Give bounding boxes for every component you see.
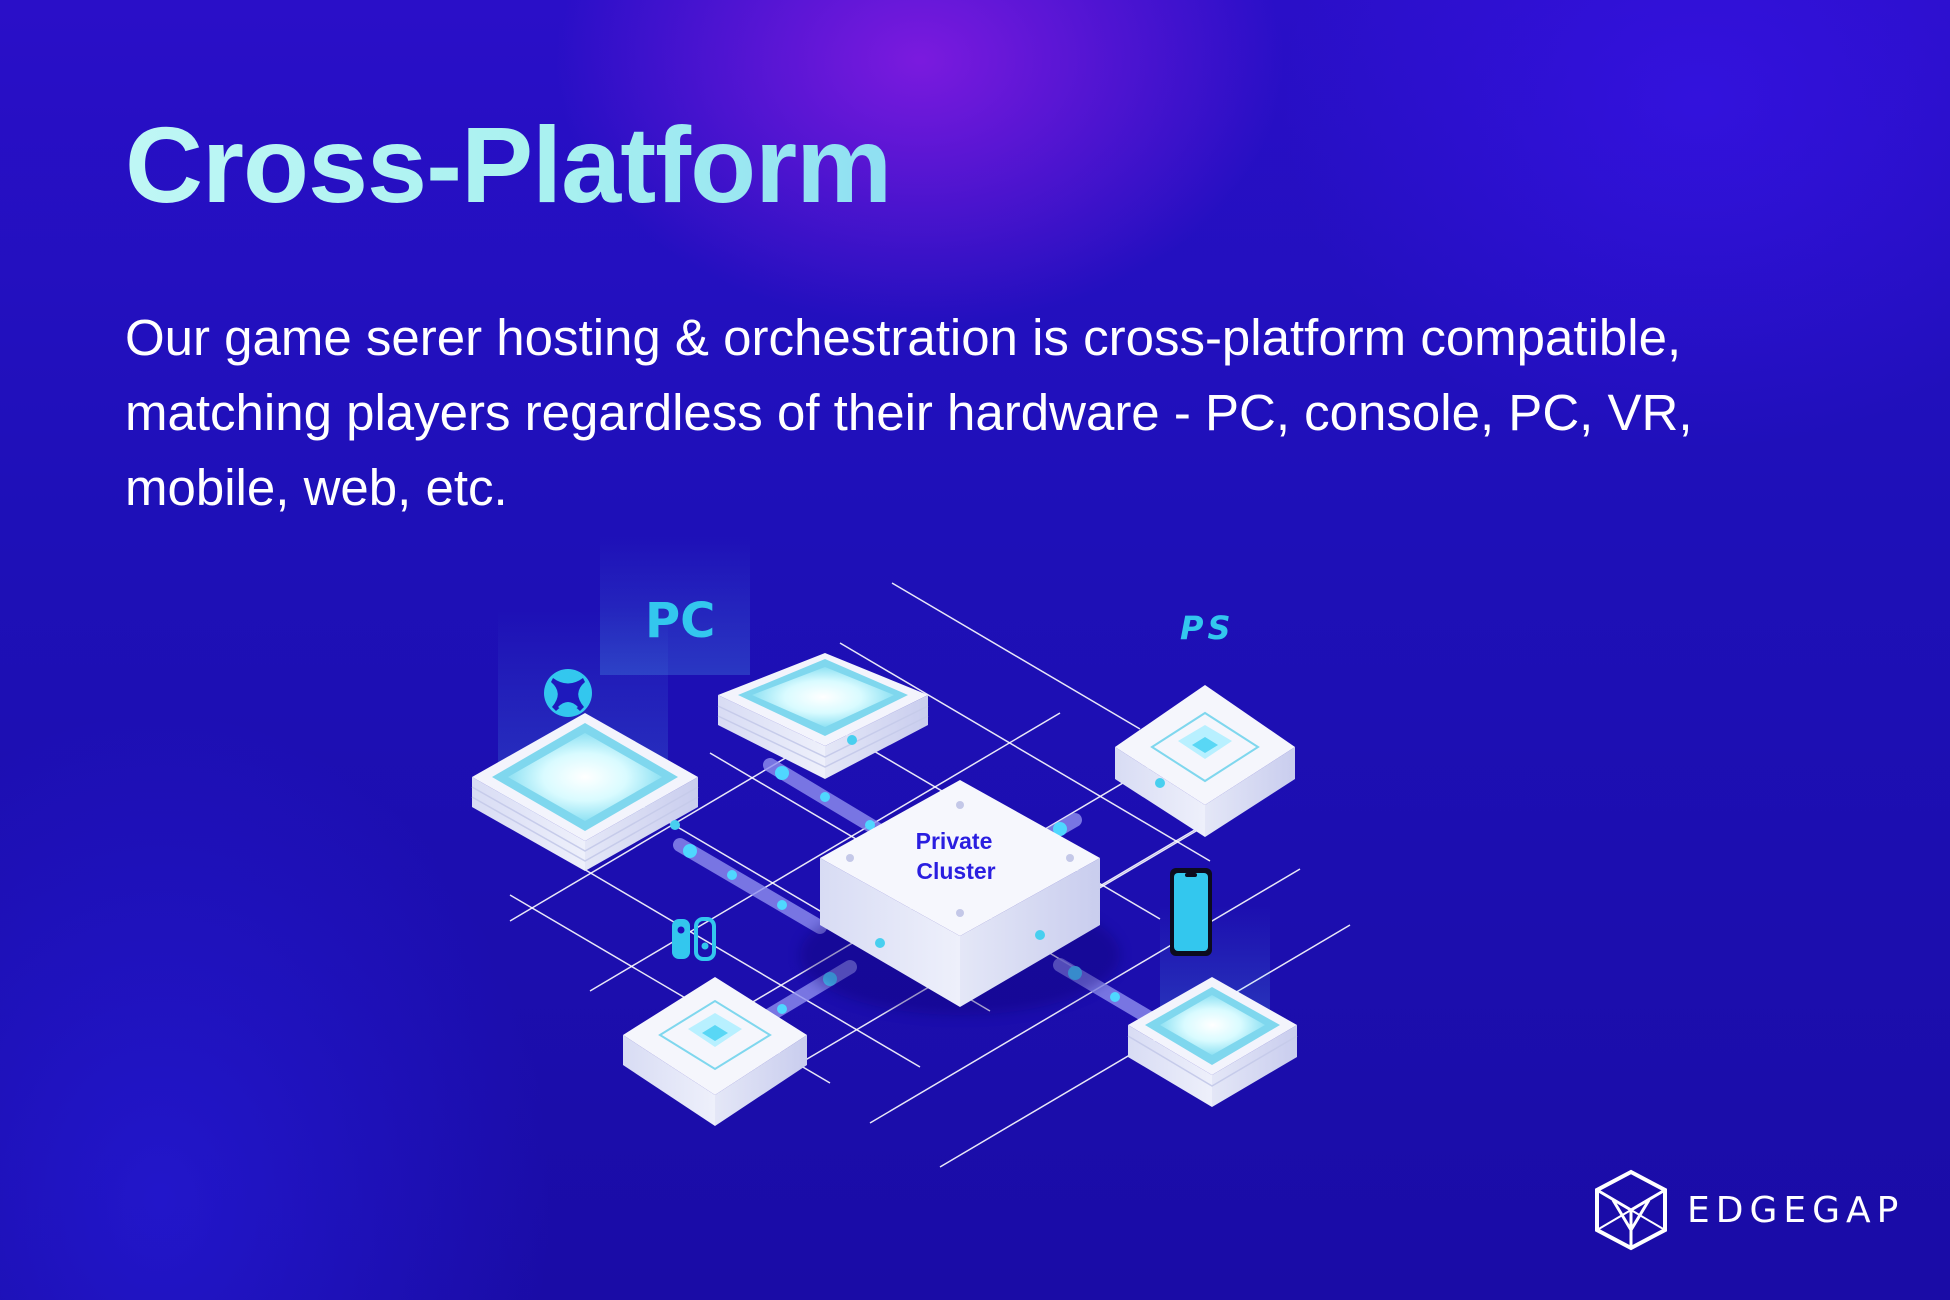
nintendo-switch-icon (672, 917, 716, 961)
edgegap-wordmark: EDGEGAP (1687, 1189, 1905, 1231)
cluster-label-line1: Private (916, 828, 993, 854)
playstation-icon: PS (1180, 609, 1235, 647)
pc-label: PC (645, 593, 715, 649)
cluster-label-line2: Cluster (916, 858, 995, 884)
playstation-node (1115, 685, 1295, 837)
page-title: Cross-Platform (125, 100, 892, 230)
xbox-node (471, 605, 699, 871)
cross-platform-diagram: PC PS Private Cluster (471, 535, 1440, 1175)
pc-node (600, 535, 929, 779)
page-description: Our game serer hosting & orchestration i… (125, 309, 1693, 516)
private-cluster-node: Private Cluster (800, 780, 1120, 1015)
smartphone-icon (1170, 868, 1212, 956)
mobile-node (1127, 905, 1298, 1107)
edgegap-logo: EDGEGAP (1593, 1168, 1904, 1252)
xbox-icon (544, 669, 592, 717)
playstation-label: PS (1180, 609, 1235, 647)
nintendo-switch-node (623, 977, 807, 1126)
edgegap-hexagon-icon (1595, 1169, 1667, 1251)
